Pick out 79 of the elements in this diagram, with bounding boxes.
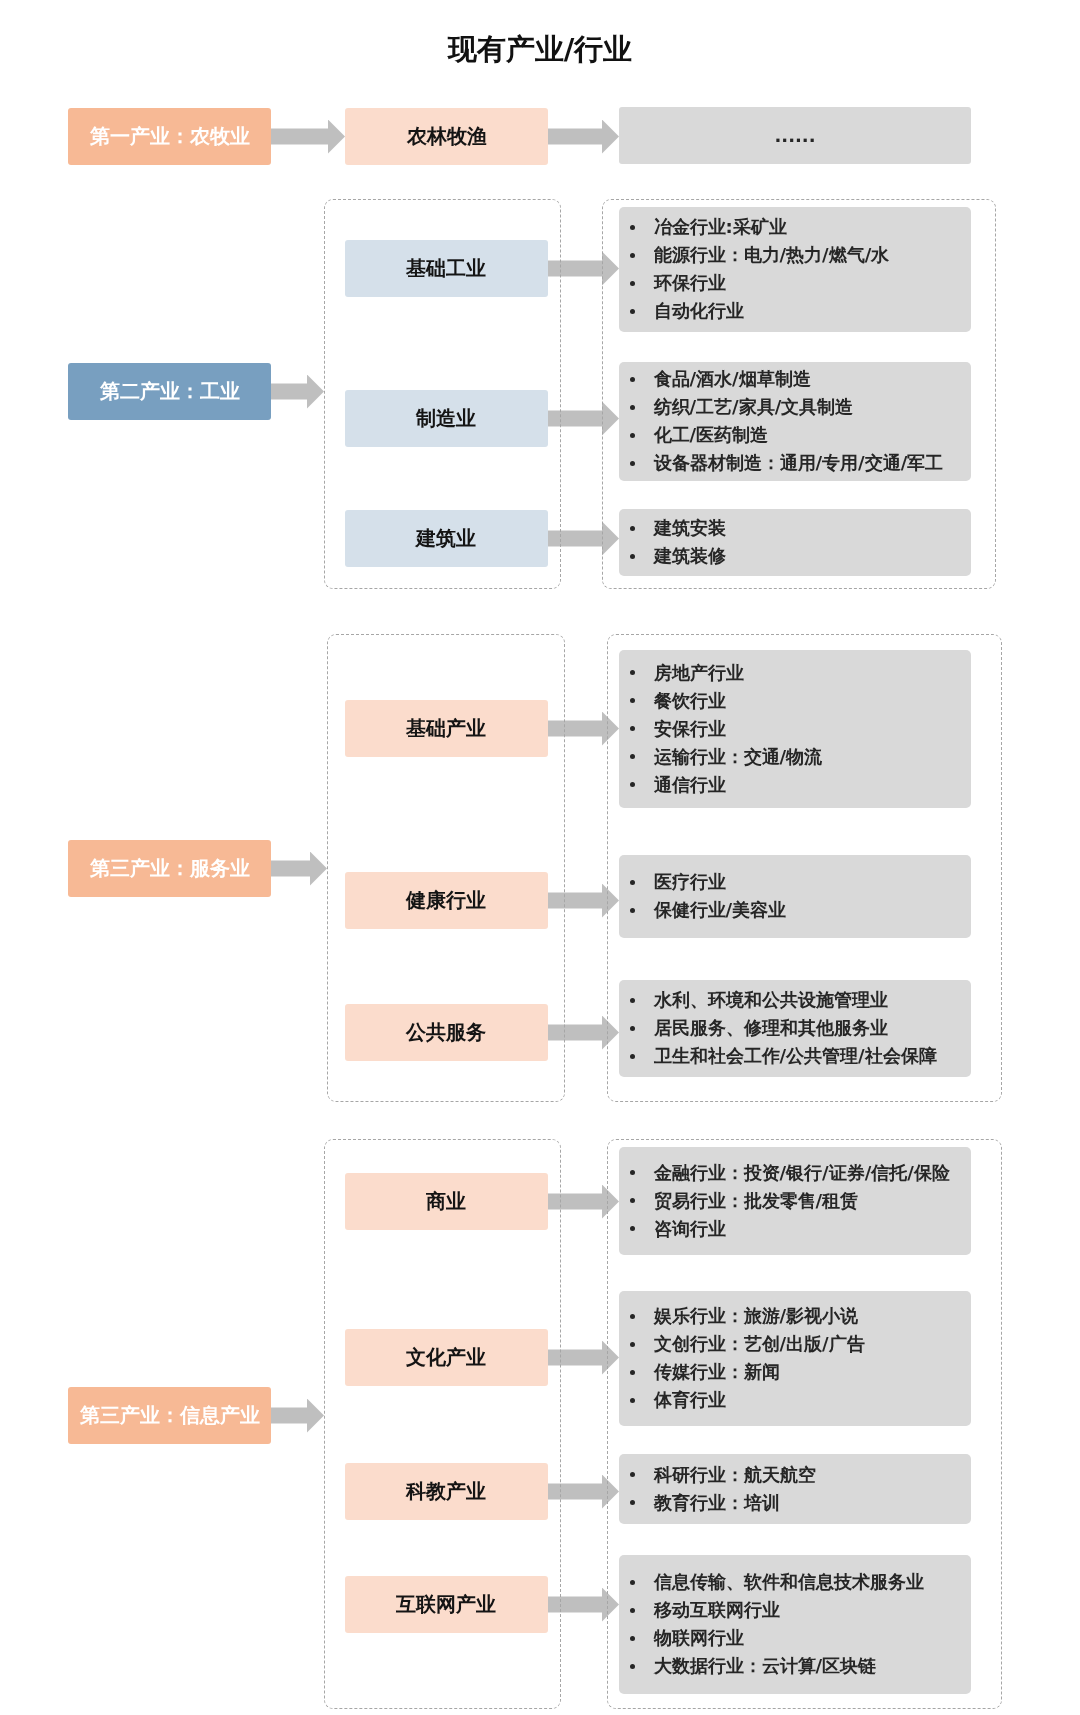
dashed-frame (327, 634, 565, 1102)
industry-box: 建筑业 (344, 509, 548, 567)
industry-box: 农林牧渔 (345, 108, 548, 165)
list-box (618, 508, 971, 576)
list-item: 咨询行业 (653, 1216, 726, 1241)
list-box (618, 1290, 971, 1426)
industry-box: 商业 (344, 1172, 548, 1230)
arrow (548, 119, 619, 154)
list-item: 水利、环境和公共设施管理业 (653, 988, 888, 1012)
list-box (618, 649, 971, 808)
list-box (618, 1453, 971, 1524)
arrow (548, 1015, 619, 1050)
list-item: 设备器材制造：通用/专用/交通/军工 (653, 451, 944, 475)
list-item: 教育行业：培训 (653, 1490, 780, 1515)
list-item: 信息传输、软件和信息技术服务业 (653, 1570, 924, 1594)
list-item: 食品/酒水/烟草制造 (653, 367, 811, 391)
arrow (548, 1340, 619, 1375)
list-item: 纺织/工艺/家具/文具制造 (653, 395, 854, 419)
list-item: 安保行业 (653, 716, 726, 741)
list-item: 科研行业：航天航空 (653, 1462, 816, 1487)
list-item: 物联网行业 (653, 1626, 744, 1650)
industry-box: 科教产业 (344, 1462, 548, 1520)
list-item: 卫生和社会工作/公共管理/社会保障 (653, 1044, 937, 1068)
category-box: 第三产业：信息产业 (68, 1387, 271, 1444)
arrow (548, 521, 619, 556)
list-box (618, 206, 971, 332)
dashed-frame (602, 199, 996, 589)
dashed-frame (324, 1139, 561, 1709)
list-item: 冶金行业:采矿业 (653, 215, 787, 239)
industry-box: 互联网产业 (344, 1575, 548, 1633)
list-item: 通信行业 (653, 772, 726, 797)
list-item: 文创行业：艺创/出版/广告 (653, 1332, 865, 1356)
arrow (548, 1184, 619, 1219)
list-box (618, 854, 971, 938)
dashed-frame (324, 199, 561, 589)
category-box: 第二产业：工业 (68, 363, 271, 420)
list-item: 大数据行业：云计算/区块链 (653, 1654, 877, 1678)
list-item: 金融行业：投资/银行/证券/信托/保险 (653, 1160, 950, 1185)
list-item: 医疗行业 (653, 870, 726, 894)
list-item: 保健行业/美容业 (653, 898, 787, 922)
list-box (618, 1146, 971, 1255)
list-item: 建筑安装 (653, 516, 726, 540)
industry-box: 基础工业 (344, 239, 548, 297)
arrow (548, 1474, 619, 1509)
industry-box: 基础产业 (344, 699, 548, 757)
category-box: 第一产业：农牧业 (68, 108, 271, 165)
arrow (271, 119, 345, 154)
arrow (271, 374, 324, 409)
arrow (271, 1398, 324, 1433)
industry-box: 健康行业 (344, 871, 548, 929)
list-item: 能源行业：电力/热力/燃气/水 (653, 243, 890, 267)
list-item: 移动互联网行业 (653, 1598, 780, 1622)
list-box (618, 1554, 971, 1694)
list-item: 建筑装修 (653, 544, 726, 568)
list-item: 化工/医药制造 (653, 423, 769, 447)
list-item: 贸易行业：批发零售/租赁 (653, 1188, 859, 1213)
list-item: 餐饮行业 (653, 688, 726, 713)
industry-box: 公共服务 (344, 1003, 548, 1061)
arrow (548, 401, 619, 436)
placeholder-box: ...... (619, 107, 971, 164)
industry-box: 制造业 (344, 389, 548, 447)
arrow (548, 711, 619, 746)
title: 现有产业/行业 (447, 31, 633, 68)
list-box (618, 361, 971, 481)
list-item: 自动化行业 (653, 299, 744, 323)
list-box (618, 979, 971, 1077)
list-item: 传媒行业：新闻 (653, 1360, 780, 1384)
list-item: 运输行业：交通/物流 (653, 744, 823, 769)
list-item: 娱乐行业：旅游/影视小说 (653, 1304, 859, 1328)
list-item: 房地产行业 (653, 660, 744, 685)
dashed-frame (607, 1139, 1002, 1709)
category-box: 第三产业：服务业 (68, 840, 271, 897)
list-item: 体育行业 (653, 1388, 726, 1412)
arrow (548, 251, 619, 286)
arrow (271, 851, 327, 886)
list-item: 环保行业 (653, 271, 726, 295)
industry-box: 文化产业 (344, 1328, 548, 1386)
list-item: 居民服务、修理和其他服务业 (653, 1016, 888, 1040)
dashed-frame (607, 634, 1002, 1102)
